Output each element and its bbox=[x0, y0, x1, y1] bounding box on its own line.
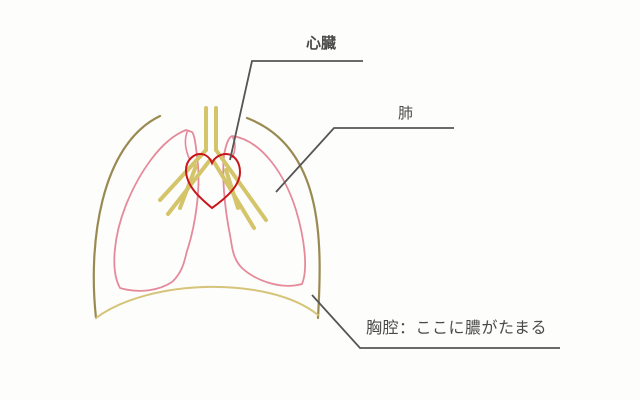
heart-shape bbox=[184, 152, 242, 210]
heart-label: 心臓 bbox=[306, 34, 337, 52]
lung-left-apex bbox=[184, 129, 191, 161]
airway bbox=[158, 106, 268, 230]
chest-wall-right bbox=[245, 116, 321, 320]
lung-left bbox=[113, 129, 200, 292]
lung-label: 肺 bbox=[398, 104, 414, 122]
chest-wall-left bbox=[92, 114, 162, 320]
leader-line-pleura bbox=[311, 294, 560, 349]
leader-line-lung bbox=[275, 127, 454, 193]
leader-line-heart bbox=[229, 60, 363, 161]
diaphragm bbox=[95, 285, 319, 319]
pleural-cavity-label: 胸腔：ここに膿がたまる bbox=[366, 318, 548, 337]
